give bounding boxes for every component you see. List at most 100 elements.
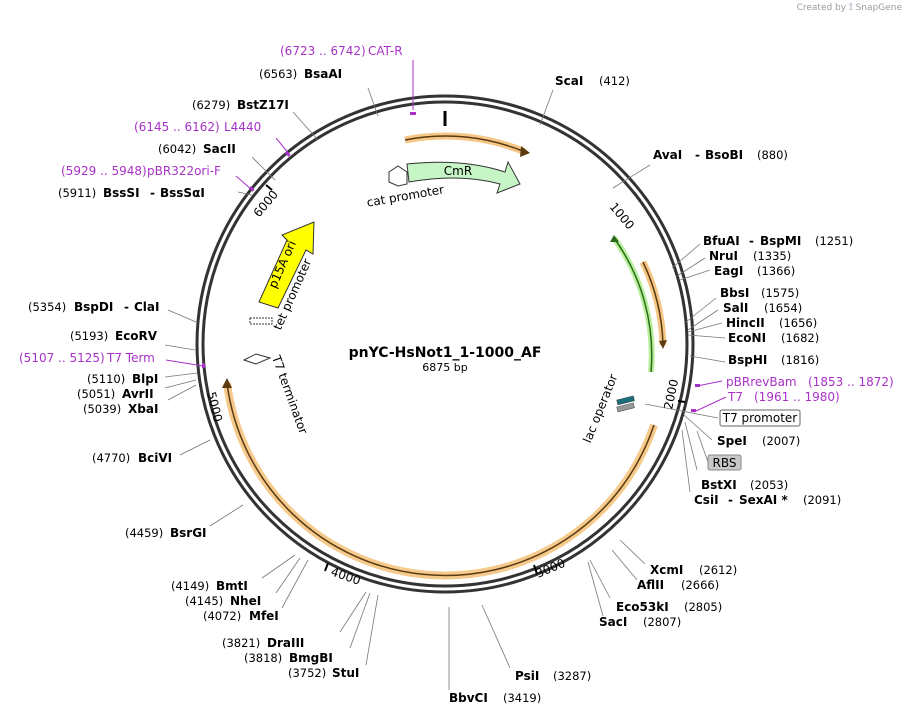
enzyme-hincii-pos: (1656): [779, 316, 817, 330]
enzyme-avai: AvaI: [653, 148, 682, 162]
enzyme-bmti-pos: (4149): [171, 579, 209, 593]
enzyme-bsaai: BsaAI: [304, 67, 342, 81]
enzyme-bbvci-pos: (3419): [503, 691, 541, 705]
cmr-arrow: [406, 160, 521, 194]
enzyme-nrui: NruI: [709, 249, 738, 263]
enzyme-bsrgi: BsrGI: [170, 526, 207, 540]
enzyme-bstz17i-pos: (6279): [192, 98, 230, 112]
enzyme-sexai: SexAI *: [739, 493, 788, 507]
primer-range-pbr322ori-f: (5929 .. 5948): [61, 164, 147, 178]
primer-range-t7: (1961 .. 1980): [754, 390, 840, 404]
primer-name-pbr322ori-f: pBR322ori-F: [147, 164, 221, 178]
enzyme-bcivi: BciVI: [138, 451, 172, 465]
orf-arc-top-line: [404, 135, 526, 153]
primer-name-pbrrevbam: pBRrevBam: [726, 375, 797, 389]
rbs-label: RBS: [713, 456, 737, 470]
primer-name-cat-r: CAT-R: [368, 44, 403, 58]
enzyme-draiii: DraIII: [267, 636, 304, 650]
enzyme-xcmi: XcmI: [650, 563, 683, 577]
t7-promoter-label: T7 promoter: [722, 411, 798, 425]
tick-3000: 3000: [534, 556, 568, 581]
enzyme-bsphi: BspHI: [728, 353, 767, 367]
t7-terminator-symbol: [242, 353, 272, 365]
enzyme-eagi: EagI: [714, 264, 743, 278]
enzyme-draiii-pos: (3821): [222, 636, 260, 650]
enzyme-xbai-pos: (5039): [83, 402, 121, 416]
enzyme-scai-pos: (412): [599, 74, 630, 88]
leader-lines: [164, 87, 726, 690]
green-feature-arc-line: [613, 237, 653, 373]
enzyme-bsssai: BssSαI: [160, 186, 205, 200]
primer-range-l4440: (6145 .. 6162): [134, 120, 220, 134]
enzyme-bspdi: BspDI: [74, 300, 113, 314]
tick-1000: 1000: [607, 200, 637, 232]
primer-range-pbrrevbam: (1853 .. 1872): [808, 375, 894, 389]
enzyme-aflii: AflII: [637, 578, 664, 592]
t7-promoter-leader: [644, 403, 719, 419]
enzyme-mfei: MfeI: [249, 609, 279, 623]
enzyme-stui-pos: (3752): [288, 666, 326, 680]
enzyme-spei-pos: (2007): [762, 434, 800, 448]
enzyme-bmti: BmtI: [216, 579, 248, 593]
enzyme-avai-sep: -: [695, 148, 700, 162]
tick-2000: 2000: [661, 378, 681, 411]
enzyme-csii-pos: (2091): [803, 493, 841, 507]
enzyme-bsrgi-pos: (4459): [125, 526, 163, 540]
enzyme-xbai: XbaI: [128, 402, 158, 416]
enzyme-csii-sep: -: [728, 493, 733, 507]
orf-arc-right-line: [642, 261, 664, 346]
orf-arc-bottom-line: [226, 382, 655, 577]
enzyme-spei: SpeI: [717, 434, 747, 448]
enzyme-xcmi-pos: (2612): [699, 563, 737, 577]
tick-mark-3000: [533, 564, 538, 575]
enzyme-bsobi: BsoBI: [705, 148, 743, 162]
enzyme-bsphi-pos: (1816): [781, 353, 819, 367]
orf-arc-right-arrow: [659, 340, 667, 349]
enzyme-bsssi: BssSI: [103, 186, 140, 200]
enzyme-avrii-pos: (5051): [77, 387, 115, 401]
primer-range-t7-term: (5107 .. 5125): [19, 351, 105, 365]
enzyme-ecorv-pos: (5193): [70, 329, 108, 343]
tick-mark-4000: [324, 562, 329, 572]
enzyme-bcivi-pos: (4770): [92, 451, 130, 465]
enzyme-ecorv: EcoRV: [115, 329, 158, 343]
primer-name-t7-term: T7 Term: [106, 351, 155, 365]
rbs-box: [707, 454, 742, 471]
enzyme-bstxi: BstXI: [701, 478, 737, 492]
enzyme-blpi: BlpI: [132, 372, 158, 386]
enzyme-eagi-pos: (1366): [757, 264, 795, 278]
plasmid-length: 6875 bp: [422, 361, 467, 374]
tet-promoter-box: [249, 317, 273, 325]
enzyme-eco53ki-pos: (2805): [684, 600, 722, 614]
enzyme-bmgbi-pos: (3818): [244, 651, 282, 665]
primer-name-l4440: L4440: [224, 120, 261, 134]
enzyme-clai: ClaI: [134, 300, 159, 314]
enzyme-saci-pos: (2807): [643, 615, 681, 629]
enzyme-bspmi: BspMI: [760, 234, 801, 248]
enzyme-mfei-pos: (4072): [203, 609, 241, 623]
enzyme-hincii: HincII: [726, 316, 765, 330]
cat-promoter-arrow: [388, 165, 408, 187]
enzyme-sali: SalI: [723, 301, 748, 315]
snapgene-logo-icon: ⟟: [848, 2, 853, 13]
primer-range-cat-r: (6723 .. 6742): [280, 44, 366, 58]
p15a-ori-arrow: [258, 221, 315, 309]
rbs-leader: [696, 430, 709, 463]
enzyme-sacii-pos: (6042): [158, 142, 196, 156]
enzyme-nrui-pos: (1335): [753, 249, 791, 263]
cmr-label: CmR: [444, 164, 472, 178]
enzyme-psii-pos: (3287): [553, 669, 591, 683]
lac-operator-label: lac operator: [580, 372, 620, 445]
orf-arc-top: [404, 132, 527, 156]
enzyme-bmgbi: BmgBI: [289, 651, 333, 665]
cat-promoter-label: cat promoter: [366, 182, 445, 209]
enzyme-scai: ScaI: [555, 74, 583, 88]
enzyme-avrii: AvrII: [122, 387, 154, 401]
primer-name-t7: T7: [727, 390, 743, 404]
credit-prefix: Created by: [796, 3, 847, 13]
enzyme-bfuai: BfuAI: [703, 234, 740, 248]
enzyme-nhei: NheI: [230, 594, 261, 608]
enzyme-bsssi-pos: (5911): [58, 186, 96, 200]
enzyme-bfuai-sep: -: [749, 234, 754, 248]
